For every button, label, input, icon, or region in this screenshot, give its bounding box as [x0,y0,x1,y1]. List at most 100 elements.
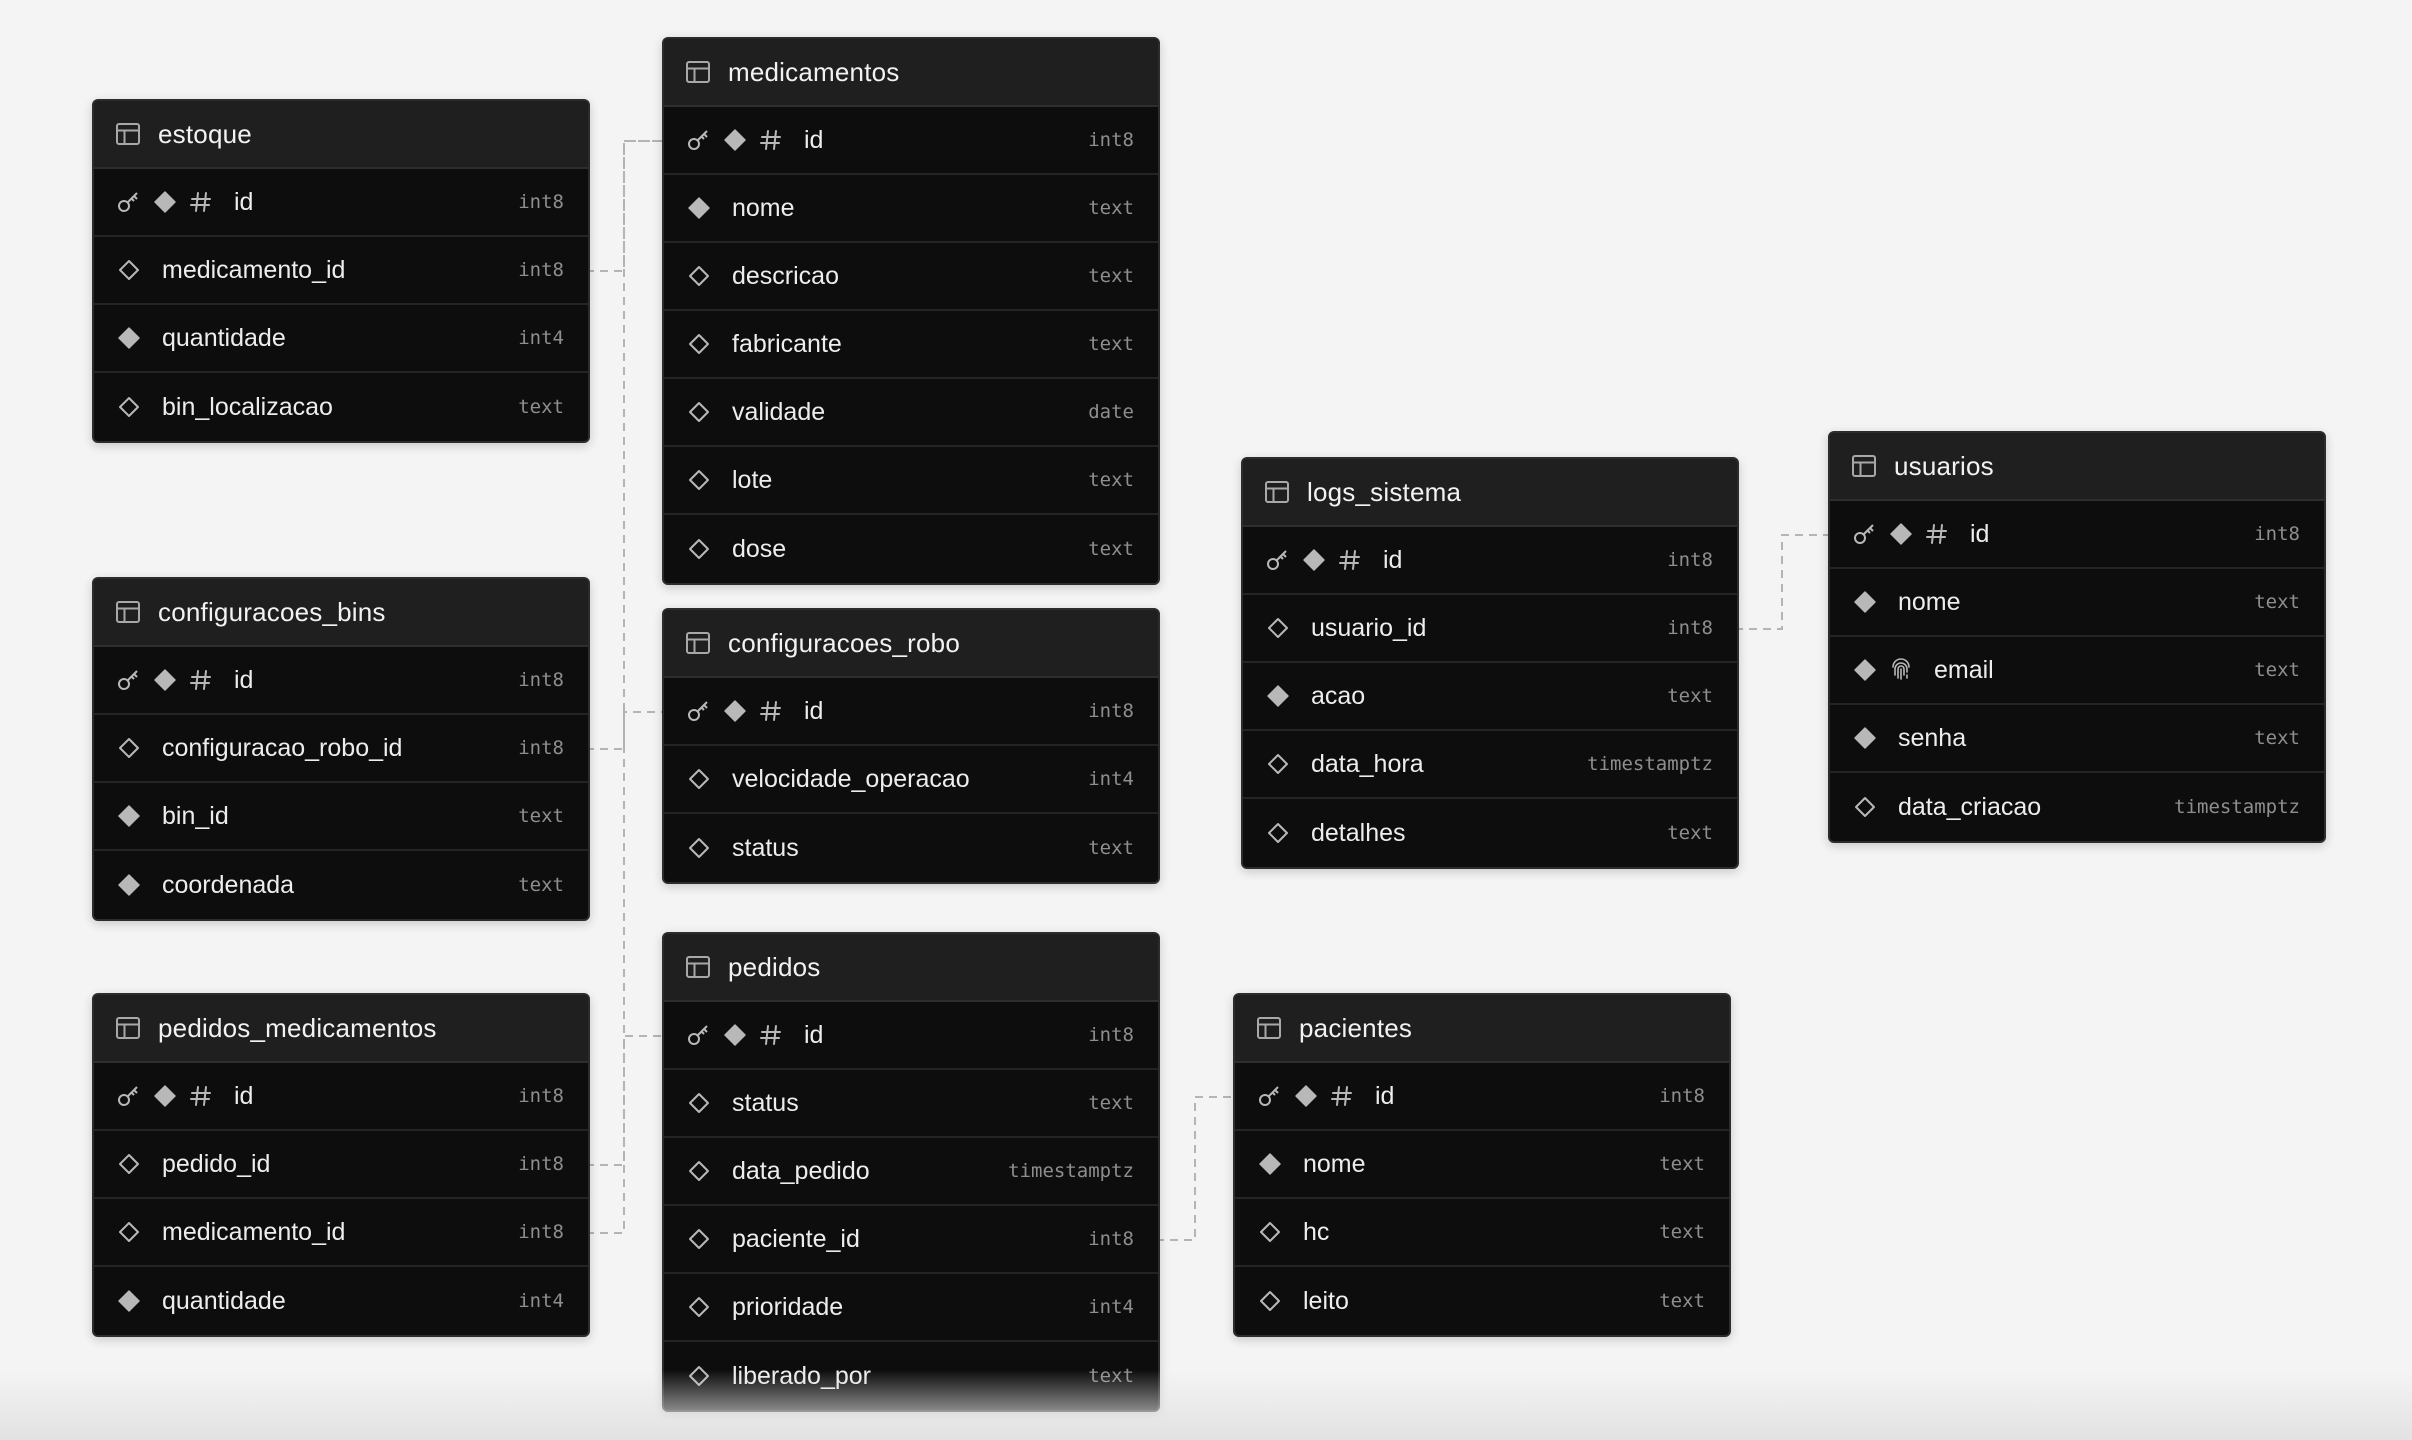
table-header[interactable]: configuracoes_bins [94,579,588,647]
column-name: quantidade [162,1286,286,1315]
table-header[interactable]: logs_sistema [1243,459,1737,527]
column-name: descricao [732,261,839,290]
table-name: configuracoes_bins [158,596,386,627]
outline-diamond-icon [1852,794,1878,820]
column-type: text [1667,685,1713,707]
key-icon [1265,547,1291,573]
column-type: text [1659,1221,1705,1243]
column-type: int8 [518,1085,564,1107]
column-row-quantidade[interactable]: quantidade int4 [94,1267,588,1335]
key-icon [116,667,142,693]
table-header[interactable]: pacientes [1235,995,1729,1063]
column-name: nome [732,193,795,222]
relation-edge-pedidos_medicamentos-medicamento_id [586,140,662,1234]
outline-diamond-icon [686,536,712,562]
table-name: pedidos_medicamentos [158,1012,437,1043]
column-name: status [732,833,799,862]
relation-edge-estoque-medicamento_id [586,140,662,272]
column-name: detalhes [1311,818,1406,847]
hash-icon [1924,521,1950,547]
table-header[interactable]: configuracoes_robo [664,610,1158,678]
table-header[interactable]: medicamentos [664,39,1158,107]
table-header[interactable]: usuarios [1830,433,2324,501]
column-type: timestamptz [2174,796,2300,818]
column-name: bin_id [162,801,229,830]
outline-diamond-icon [686,1090,712,1116]
relation-edge-configuracoes_bins-configuracao_robo_id [586,711,662,750]
column-name: id [234,665,254,694]
column-type: int8 [1667,549,1713,571]
table-header[interactable]: estoque [94,101,588,169]
table-header[interactable]: pedidos [664,934,1158,1002]
column-name: medicamento_id [162,255,346,284]
filled-diamond-icon [722,698,748,724]
filled-diamond-icon [1852,657,1878,683]
column-type: int4 [518,1290,564,1312]
table-header[interactable]: pedidos_medicamentos [94,995,588,1063]
outline-diamond-icon [1265,615,1291,641]
column-type: text [1088,538,1134,560]
column-type: timestamptz [1587,753,1713,775]
filled-diamond-icon [1301,547,1327,573]
filled-diamond-icon [116,1288,142,1314]
table-icon [114,1014,142,1042]
filled-diamond-icon [722,127,748,153]
outline-diamond-icon [686,1294,712,1320]
column-type: int8 [1667,617,1713,639]
column-type: int8 [1088,700,1134,722]
filled-diamond-icon [116,872,142,898]
relation-edge-pedidos_medicamentos-pedido_id [586,1035,662,1166]
